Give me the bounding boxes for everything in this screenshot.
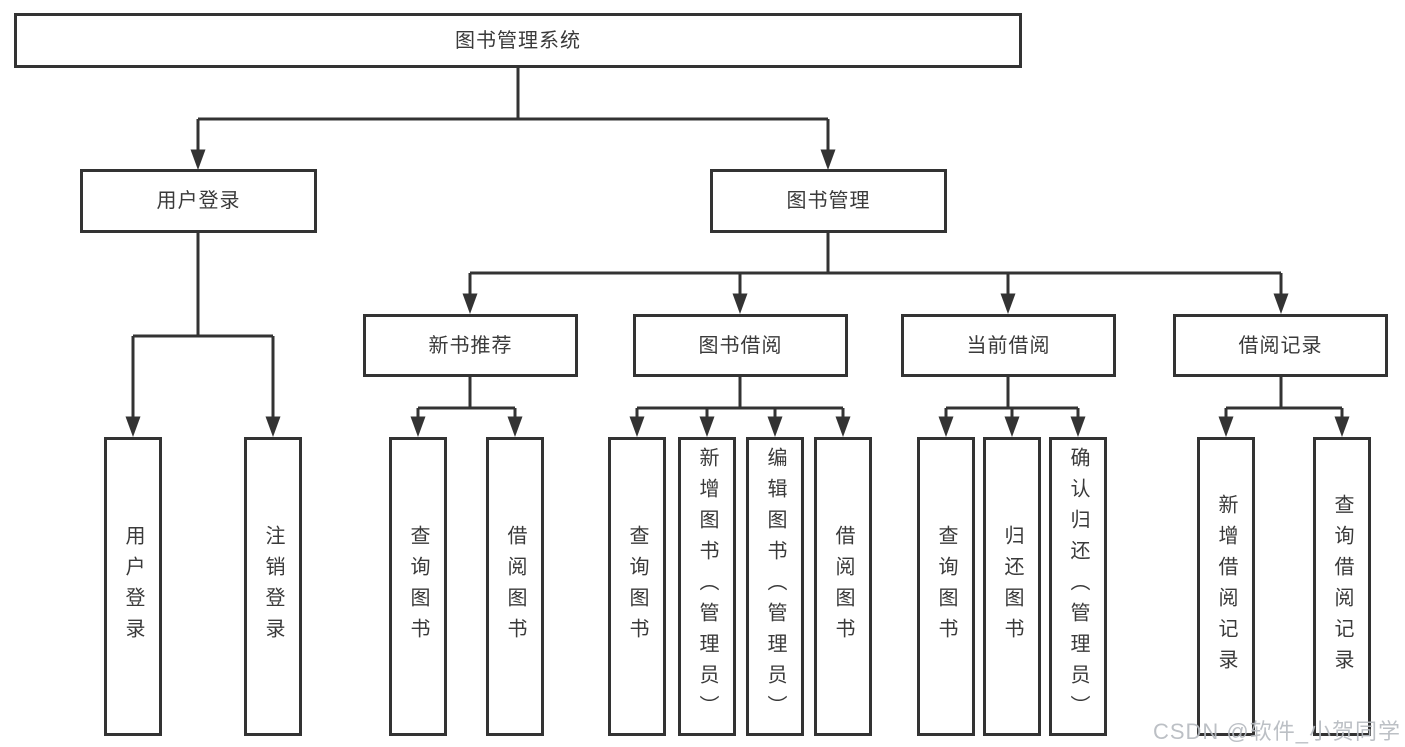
arrow-down-icon [1004,416,1020,437]
leaf-confirm-return-admin: 确认归还（管理员） [1049,437,1107,736]
leaf-add-books-admin: 新增图书（管理员） [678,437,736,736]
arrow-down-icon [507,416,523,437]
arrow-down-icon [1070,416,1086,437]
arrow-down-icon [820,149,836,170]
leaf-borrow-books: 借阅图书 [486,437,544,736]
connector-root-to-level2 [196,68,830,152]
leaf-return-books: 归还图书 [983,437,1041,736]
node-borrow-records: 借阅记录 [1173,314,1388,377]
leaf-logout-label: 注销登录 [262,524,284,649]
leaf-borrow-books: 借阅图书 [814,437,872,736]
leaf-return-books-label: 归还图书 [1001,524,1023,649]
leaf-query-books: 查询图书 [608,437,666,736]
connector-new-book-recommend-to-leaves [416,377,517,419]
leaf-confirm-return-admin-label: 确认归还（管理员） [1067,447,1089,726]
leaf-logout: 注销登录 [244,437,302,736]
leaf-add-borrow-record: 新增借阅记录 [1197,437,1255,736]
node-new-book-recommend-label: 新书推荐 [428,334,513,357]
arrowheads [125,149,1350,437]
node-book-borrow-label: 图书借阅 [698,334,783,357]
connector-user-login-to-leaves [131,233,275,419]
arrow-down-icon [125,416,141,437]
leaf-edit-books-admin-label: 编辑图书（管理员） [764,447,786,726]
node-book-management: 图书管理 [710,169,947,233]
node-user-login-label: 用户登录 [156,190,241,212]
leaf-query-books: 查询图书 [917,437,975,736]
leaf-query-books-label: 查询图书 [626,524,648,649]
node-current-borrow: 当前借阅 [901,314,1116,377]
node-book-management-label: 图书管理 [786,190,871,212]
arrow-down-icon [1000,293,1016,314]
leaf-query-borrow-record-label: 查询借阅记录 [1331,493,1353,680]
leaf-query-borrow-record: 查询借阅记录 [1313,437,1371,736]
leaf-borrow-books-label: 借阅图书 [832,524,854,649]
arrow-down-icon [699,416,715,437]
arrow-down-icon [1218,416,1234,437]
node-user-login: 用户登录 [80,169,317,233]
arrow-down-icon [1334,416,1350,437]
leaf-borrow-books-label: 借阅图书 [504,524,526,649]
watermark: CSDN @软件_小贺同学 [1152,719,1401,744]
leaf-add-borrow-record-label: 新增借阅记录 [1215,493,1237,680]
arrow-down-icon [835,416,851,437]
arrow-down-icon [265,416,281,437]
arrow-down-icon [462,293,478,314]
arrow-down-icon [629,416,645,437]
node-book-borrow: 图书借阅 [633,314,848,377]
arrow-down-icon [767,416,783,437]
leaf-query-books-label: 查询图书 [935,524,957,649]
node-new-book-recommend: 新书推荐 [363,314,578,377]
node-library-system: 图书管理系统 [14,13,1022,68]
connector-current-borrow-to-leaves [944,377,1080,419]
node-current-borrow-label: 当前借阅 [966,334,1051,357]
connector-book-management-to-level3 [468,233,1283,296]
arrow-down-icon [938,416,954,437]
leaf-user-login-label: 用户登录 [122,524,144,649]
node-borrow-records-label: 借阅记录 [1238,334,1323,357]
connector-book-borrow-to-leaves [635,377,845,419]
leaf-user-login: 用户登录 [104,437,162,736]
leaf-query-books-label: 查询图书 [407,524,429,649]
arrow-down-icon [732,293,748,314]
connector-borrow-records-to-leaves [1224,377,1344,419]
node-library-system-label: 图书管理系统 [455,29,581,52]
arrow-down-icon [1273,293,1289,314]
leaf-add-books-admin-label: 新增图书（管理员） [696,447,718,726]
leaf-query-books: 查询图书 [389,437,447,736]
leaf-edit-books-admin: 编辑图书（管理员） [746,437,804,736]
connectors [131,68,1344,419]
arrow-down-icon [410,416,426,437]
arrow-down-icon [190,149,206,170]
